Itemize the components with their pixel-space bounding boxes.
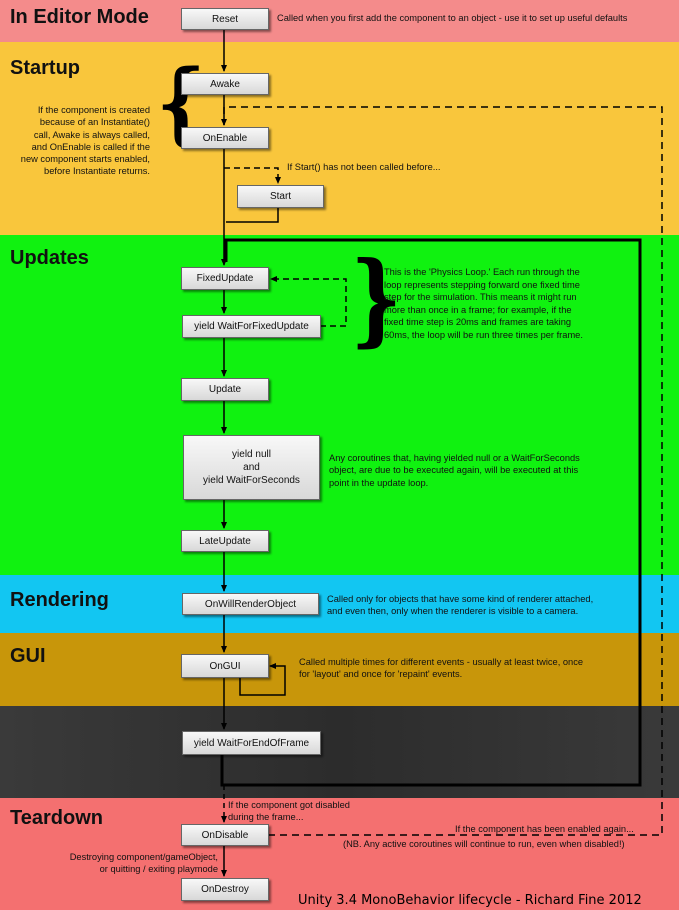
coroutine-line-1: yield null xyxy=(232,449,271,460)
yield-eof-node[interactable]: yield WaitForEndOfFrame xyxy=(182,731,321,755)
coroutine-line-2: and xyxy=(243,462,260,473)
section-title-startup: Startup xyxy=(10,57,80,79)
physics-note-line: This is the 'Physics Loop.' Each run thr… xyxy=(384,267,580,277)
section-title-gui: GUI xyxy=(10,645,46,667)
physics-loop-note: This is the 'Physics Loop.' Each run thr… xyxy=(384,266,583,341)
start-node[interactable]: Start xyxy=(237,185,324,208)
disabled-note-line: during the frame... xyxy=(228,812,304,823)
coroutine-line-3: yield WaitForSeconds xyxy=(203,475,300,486)
physics-note-line: step for the simulation. This means it m… xyxy=(384,292,577,302)
rendering-note-line: Called only for objects that have some k… xyxy=(327,594,594,604)
startup-note-line: new component starts enabled, xyxy=(20,154,150,165)
gui-note: Called multiple times for different even… xyxy=(299,656,583,681)
credit-caption: Unity 3.4 MonoBehavior lifecycle - Richa… xyxy=(298,893,642,908)
physics-note-line: 60ms, the loop will be run three times p… xyxy=(384,329,583,340)
yield-fixed-node[interactable]: yield WaitForFixedUpdate xyxy=(182,315,321,338)
disabled-note: If the component got disabled during the… xyxy=(228,799,350,824)
reset-note: Called when you first add the component … xyxy=(277,13,628,23)
rendering-note: Called only for objects that have some k… xyxy=(327,593,593,618)
onwillrender-node[interactable]: OnWillRenderObject xyxy=(182,593,319,615)
coroutine-note: Any coroutines that, having yielded null… xyxy=(329,452,580,489)
physics-note-line: loop represents stepping forward one fix… xyxy=(384,279,580,290)
startup-note-line: because of an Instantiate() xyxy=(39,117,150,128)
editor-section: In Editor Mode xyxy=(0,0,679,42)
reenabled-note: If the component has been enabled again.… xyxy=(455,824,634,834)
update-node[interactable]: Update xyxy=(181,378,269,401)
gui-note-line: Called multiple times for different even… xyxy=(299,657,584,667)
ondestroy-node[interactable]: OnDestroy xyxy=(181,878,269,901)
start-condition-note: If Start() has not been called before... xyxy=(287,162,441,172)
coroutine-note-line: object, are due to be executed again, wi… xyxy=(329,465,579,476)
lateupdate-node[interactable]: LateUpdate xyxy=(181,530,269,552)
section-title-updates: Updates xyxy=(10,247,89,269)
ongui-node[interactable]: OnGUI xyxy=(181,654,269,678)
startup-note-line: call, Awake is always called, xyxy=(33,129,150,140)
onenable-node[interactable]: OnEnable xyxy=(181,127,269,149)
startup-note-line: If the component is created xyxy=(37,105,150,115)
destroy-note-line: or quitting / exiting playmode xyxy=(99,864,218,875)
coroutine-yield-node[interactable]: yield null and yield WaitForSeconds xyxy=(183,435,320,500)
destroy-note-line: Destroying component/gameObject, xyxy=(69,852,218,862)
section-title-rendering: Rendering xyxy=(10,589,109,611)
startup-note-line: and OnEnable is called if the xyxy=(31,141,150,152)
section-title-editor: In Editor Mode xyxy=(10,6,149,28)
awake-node[interactable]: Awake xyxy=(181,73,269,95)
end-of-frame-section xyxy=(0,706,679,798)
startup-note-line: before Instantiate returns. xyxy=(44,166,150,177)
coroutine-note-line: Any coroutines that, having yielded null… xyxy=(329,453,580,463)
coroutine-warning-note: (NB. Any active coroutines will continue… xyxy=(343,839,625,849)
rendering-note-line: and even then, only when the renderer is… xyxy=(327,606,579,617)
disabled-note-line: If the component got disabled xyxy=(228,800,350,810)
coroutine-note-line: point in the update loop. xyxy=(329,477,429,488)
ondisable-node[interactable]: OnDisable xyxy=(181,824,269,846)
section-title-teardown: Teardown xyxy=(10,807,103,829)
destroy-note: Destroying component/gameObject, or quit… xyxy=(30,851,218,876)
reset-node[interactable]: Reset xyxy=(181,8,269,30)
startup-note: If the component is created because of a… xyxy=(8,104,150,178)
gui-note-line: for 'layout' and once for 'repaint' even… xyxy=(299,669,463,680)
physics-note-line: more than once in a frame; for example, … xyxy=(384,304,572,315)
physics-note-line: fixed time step is 20ms and frames are t… xyxy=(384,317,572,327)
physics-brace-icon: } xyxy=(350,239,402,357)
fixedupdate-node[interactable]: FixedUpdate xyxy=(181,267,269,290)
